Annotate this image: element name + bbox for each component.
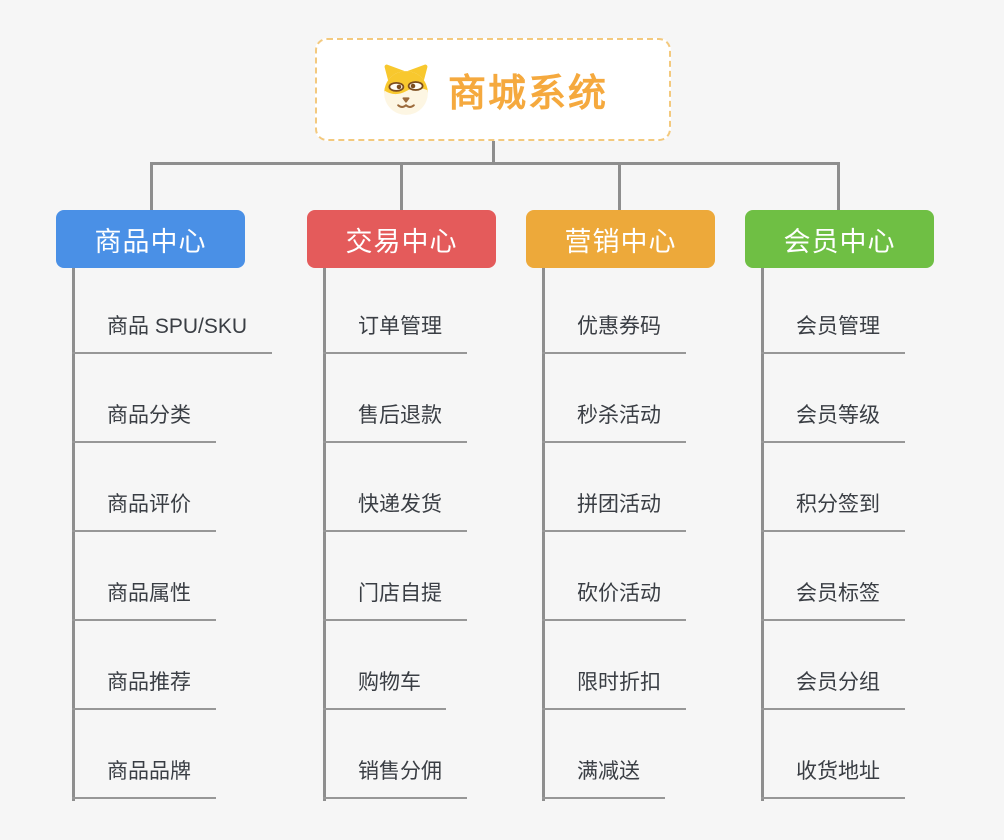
leaf-node[interactable]: 商品评价: [72, 490, 216, 532]
drop-connector-trade: [400, 162, 403, 210]
leaf-node[interactable]: 收货地址: [761, 757, 905, 799]
branch-spine: [542, 268, 545, 801]
leaf-node[interactable]: 销售分佣: [323, 757, 467, 799]
leaf-node[interactable]: 商品分类: [72, 401, 216, 443]
branch-spine: [323, 268, 326, 801]
leaf-node[interactable]: 售后退款: [323, 401, 467, 443]
leaf-node[interactable]: 限时折扣: [542, 668, 686, 710]
branch-spine: [72, 268, 75, 801]
leaf-node[interactable]: 商品推荐: [72, 668, 216, 710]
leaf-node[interactable]: 商品品牌: [72, 757, 216, 799]
branch-product-center: 商品中心 商品 SPU/SKU 商品分类 商品评价 商品属性 商品推荐 商品品牌: [56, 210, 273, 810]
leaf-node[interactable]: 快递发货: [323, 490, 467, 532]
leaf-node[interactable]: 会员等级: [761, 401, 905, 443]
leaf-node[interactable]: 积分签到: [761, 490, 905, 532]
branch-member-center: 会员中心 会员管理 会员等级 积分签到 会员标签 会员分组 收货地址: [745, 210, 934, 810]
leaf-node[interactable]: 满减送: [542, 757, 665, 799]
leaf-node[interactable]: 商品 SPU/SKU: [72, 312, 273, 354]
drop-connector-products: [150, 162, 153, 210]
leaf-node[interactable]: 门店自提: [323, 579, 467, 621]
root-title: 商城系统: [447, 73, 608, 115]
branch-marketing-center: 营销中心 优惠券码 秒杀活动 拼团活动 砍价活动 限时折扣 满减送: [526, 210, 715, 810]
horizontal-connector: [150, 162, 840, 165]
leaf-node[interactable]: 订单管理: [323, 312, 467, 354]
leaf-node[interactable]: 会员分组: [761, 668, 905, 710]
drop-connector-members: [837, 162, 840, 210]
root-node-mall-system[interactable]: 商城系统: [315, 38, 671, 141]
leaf-node[interactable]: 秒杀活动: [542, 401, 686, 443]
branch-spine: [761, 268, 764, 801]
dog-face-icon: [384, 64, 428, 115]
branch-node-product-center[interactable]: 商品中心: [56, 210, 245, 268]
leaf-node[interactable]: 会员标签: [761, 579, 905, 621]
leaf-node[interactable]: 砍价活动: [542, 579, 686, 621]
leaf-node[interactable]: 拼团活动: [542, 490, 686, 532]
leaf-node[interactable]: 优惠券码: [542, 312, 686, 354]
leaf-node[interactable]: 会员管理: [761, 312, 905, 354]
drop-connector-marketing: [618, 162, 621, 210]
branch-node-marketing-center[interactable]: 营销中心: [526, 210, 715, 268]
leaf-node[interactable]: 商品属性: [72, 579, 216, 621]
root-stem-connector: [492, 141, 495, 163]
branch-node-trade-center[interactable]: 交易中心: [307, 210, 496, 268]
branch-node-member-center[interactable]: 会员中心: [745, 210, 934, 268]
branch-trade-center: 交易中心 订单管理 售后退款 快递发货 门店自提 购物车 销售分佣: [307, 210, 496, 810]
leaf-node[interactable]: 购物车: [323, 668, 446, 710]
